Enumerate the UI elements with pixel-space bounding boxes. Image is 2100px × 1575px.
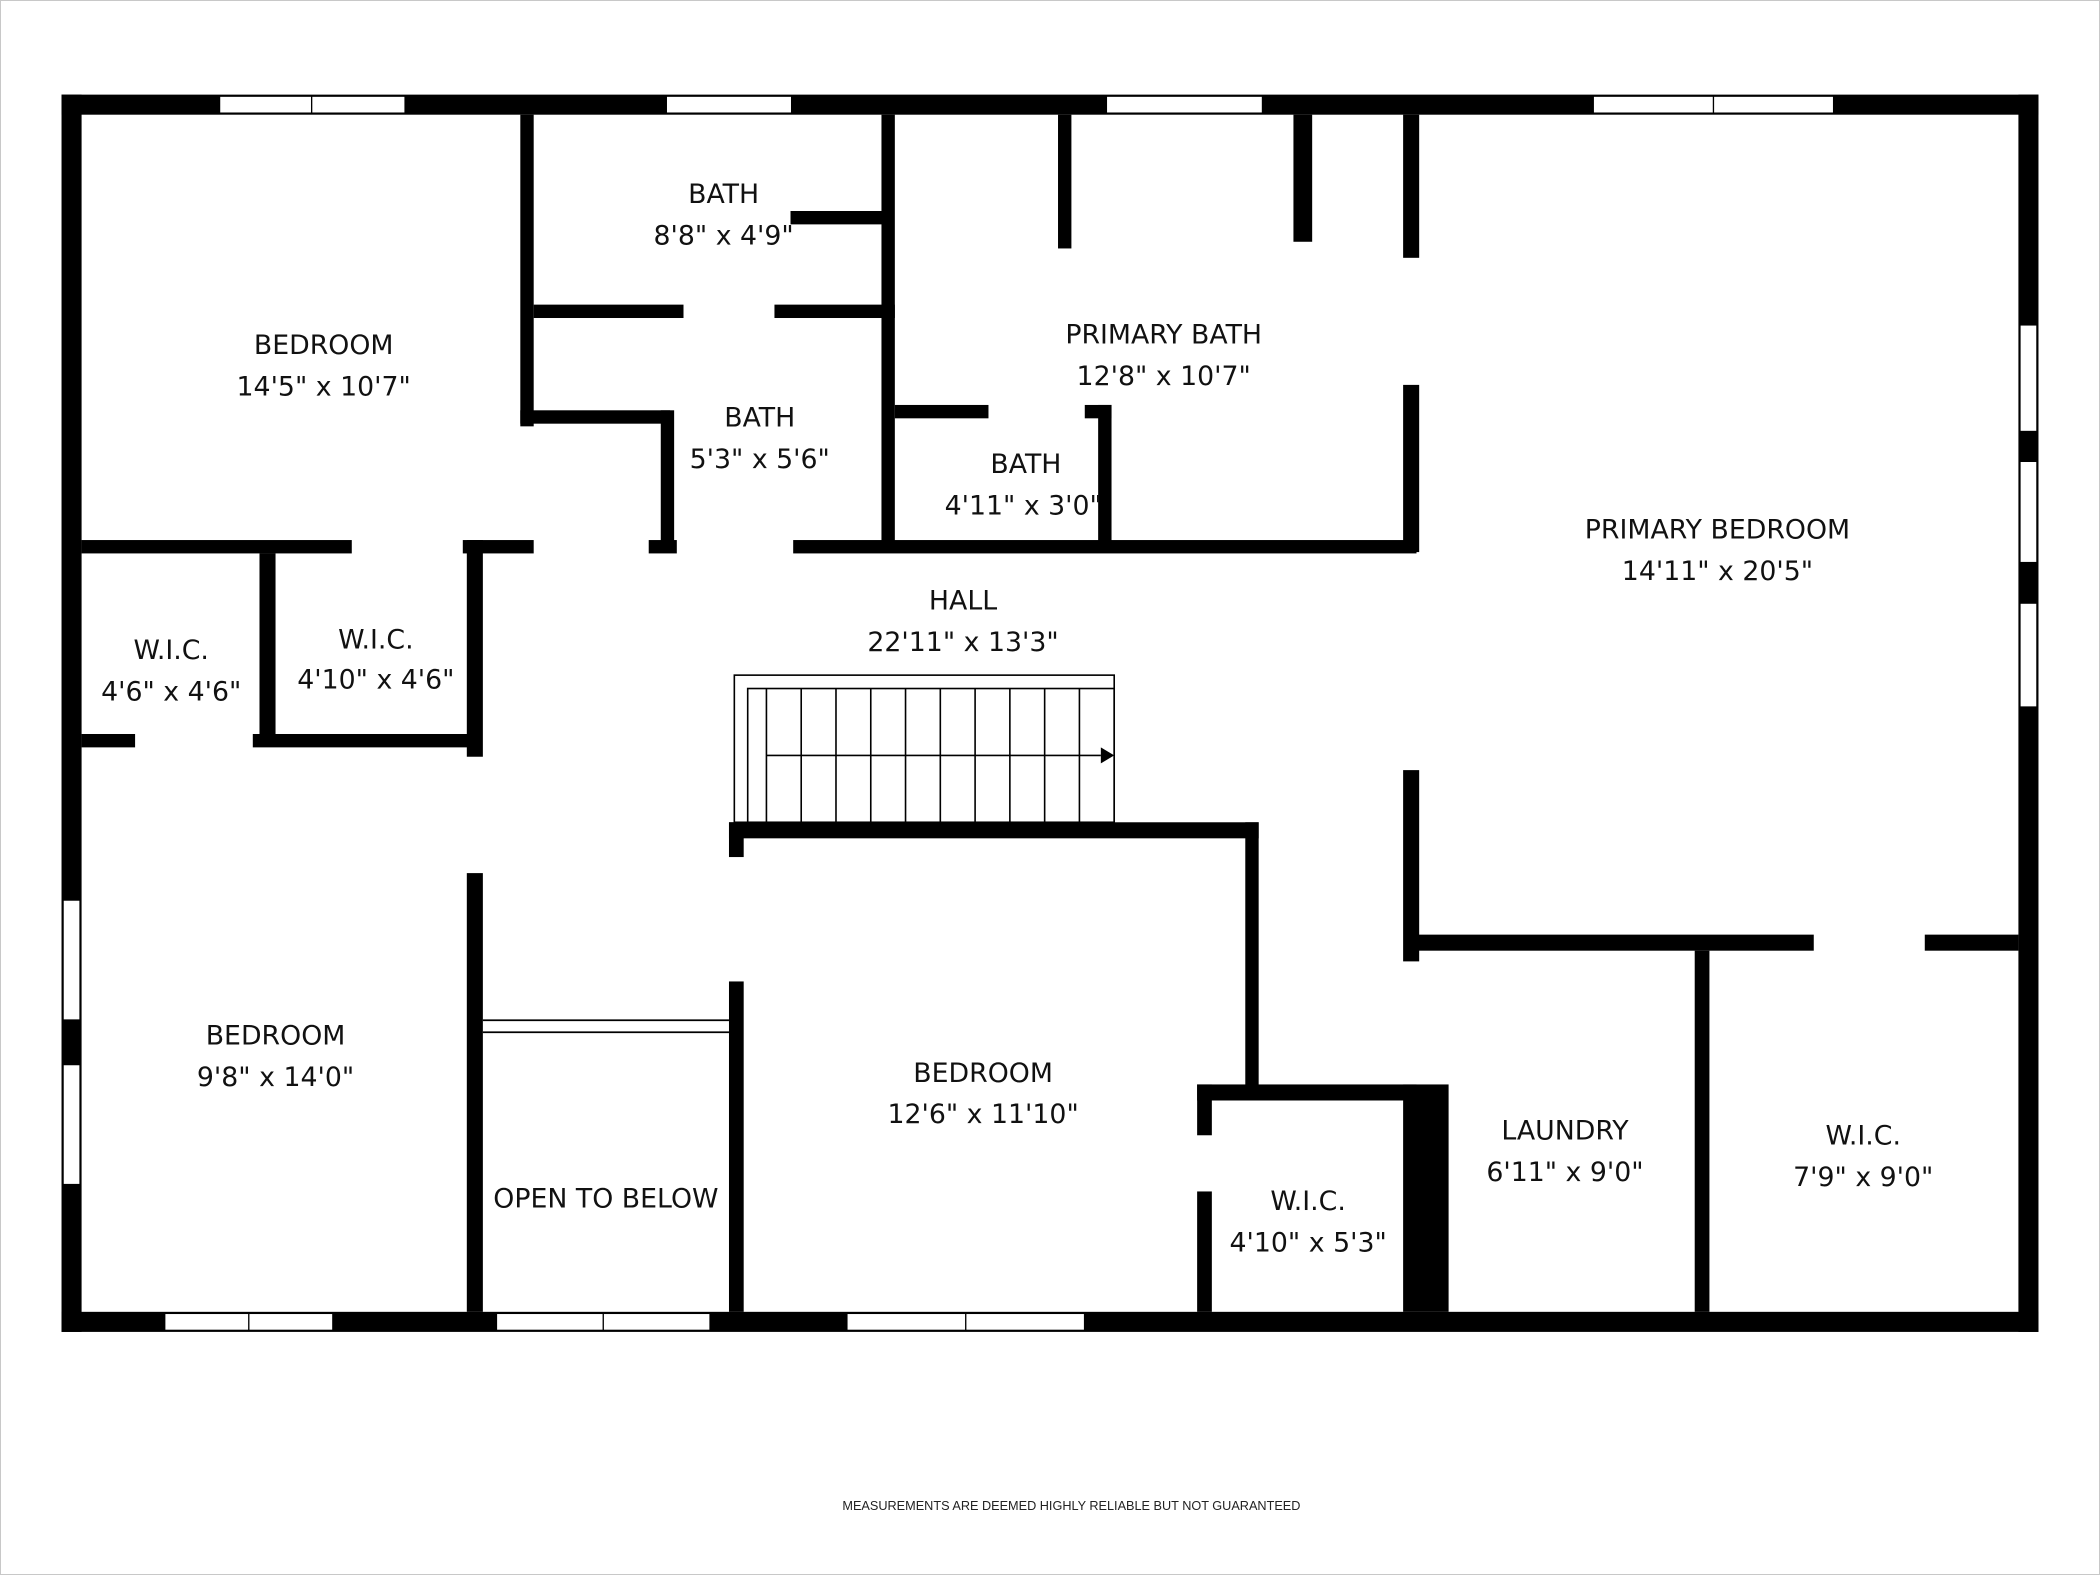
room-name: W.I.C. xyxy=(338,624,413,655)
room-name: W.I.C. xyxy=(133,635,208,666)
room-name: LAUNDRY xyxy=(1501,1115,1629,1146)
room-name: W.I.C. xyxy=(1270,1186,1345,1217)
room-name: BATH xyxy=(990,449,1061,480)
open-to-below-railing xyxy=(482,1019,729,1034)
room-dims: 14'11" x 20'5" xyxy=(1622,556,1813,587)
disclaimer: MEASUREMENTS ARE DEEMED HIGHLY RELIABLE … xyxy=(842,1499,1300,1513)
windows xyxy=(61,95,2039,1332)
stair-arrow-icon xyxy=(1100,747,1115,764)
room-dims: 4'10" x 5'3" xyxy=(1230,1228,1387,1259)
walls xyxy=(61,94,2039,1332)
room-dims: 4'11" x 3'0" xyxy=(945,491,1102,522)
room-name: BEDROOM xyxy=(913,1058,1053,1089)
room-dims: 4'6" x 4'6" xyxy=(101,677,241,708)
room-name: BEDROOM xyxy=(206,1020,346,1051)
room-name: PRIMARY BATH xyxy=(1065,319,1262,350)
room-dims: 7'9" x 9'0" xyxy=(1793,1162,1933,1193)
room-dims: 22'11" x 13'3" xyxy=(867,627,1058,658)
room-dims: 9'8" x 14'0" xyxy=(197,1062,354,1093)
room-name: PRIMARY BEDROOM xyxy=(1585,515,1850,546)
room-dims: 6'11" x 9'0" xyxy=(1486,1157,1643,1188)
room-name: OPEN TO BELOW xyxy=(493,1184,718,1215)
room-labels: BEDROOM 14'5" x 10'7" BATH 8'8" x 4'9" B… xyxy=(101,179,1933,1259)
room-name: BEDROOM xyxy=(254,330,394,361)
room-name: W.I.C. xyxy=(1826,1121,1901,1152)
room-dims: 4'10" x 4'6" xyxy=(297,665,454,696)
room-dims: 8'8" x 4'9" xyxy=(654,220,794,251)
room-dims: 5'3" x 5'6" xyxy=(690,444,830,475)
staircase xyxy=(733,674,1116,824)
room-name: BATH xyxy=(724,402,795,433)
room-dims: 12'8" x 10'7" xyxy=(1077,361,1251,392)
room-name: BATH xyxy=(688,179,759,210)
room-dims: 14'5" x 10'7" xyxy=(237,372,411,403)
room-dims: 12'6" x 11'10" xyxy=(887,1099,1078,1130)
room-name: HALL xyxy=(929,586,997,617)
